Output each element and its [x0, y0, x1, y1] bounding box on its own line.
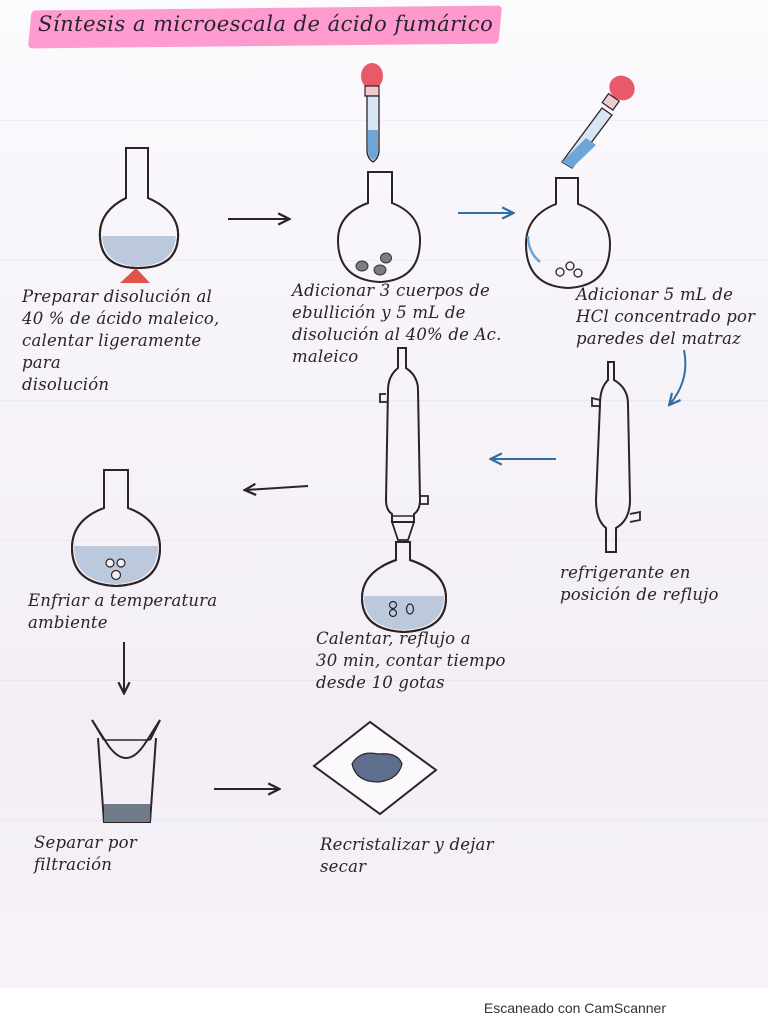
- step-5-label: Calentar, reflujo a 30 min, contar tiemp…: [316, 629, 506, 692]
- flask-2-icon: [336, 171, 422, 284]
- heat-triangle-icon: [120, 268, 150, 283]
- step-3-label: Adicionar 5 mL de HCl concentrado por pa…: [576, 285, 756, 348]
- step-8-label: Recristalizar y dejar secar: [320, 835, 494, 876]
- procedure-drawing: [70, 63, 687, 823]
- flask-3-icon: [524, 177, 612, 290]
- flask-1-icon: [98, 147, 180, 270]
- filtration-icon: [91, 719, 161, 823]
- dropper-2-icon: [561, 75, 635, 169]
- step-4-label: refrigerante en posición de reflujo: [560, 563, 719, 604]
- diagram-title: Síntesis a microescala de ácido fumárico: [38, 12, 494, 36]
- step-7-label: Separar por filtración: [34, 833, 137, 874]
- arrow-step5-to-step6: [246, 486, 309, 490]
- reflux-setup-icon: [360, 347, 448, 634]
- scanner-footer: [0, 988, 768, 1024]
- dropper-1-icon: [361, 63, 383, 163]
- scanner-watermark: Escaneado con CamScanner: [483, 1000, 666, 1016]
- drying-paper-icon: [312, 720, 438, 816]
- step-6-label: Enfriar a temperatura ambiente: [28, 591, 218, 632]
- arrow-step3-to-step4: [670, 349, 687, 404]
- condenser-icon: [591, 361, 641, 553]
- flask-cooling-icon: [70, 469, 162, 588]
- step-2-label: Adicionar 3 cuerpos de ebullición y 5 mL…: [292, 281, 502, 366]
- notebook-page: Síntesis a microescala de ácido fumárico: [0, 0, 768, 988]
- step-1-label: Preparar disolución al 40 % de ácido mal…: [22, 287, 220, 394]
